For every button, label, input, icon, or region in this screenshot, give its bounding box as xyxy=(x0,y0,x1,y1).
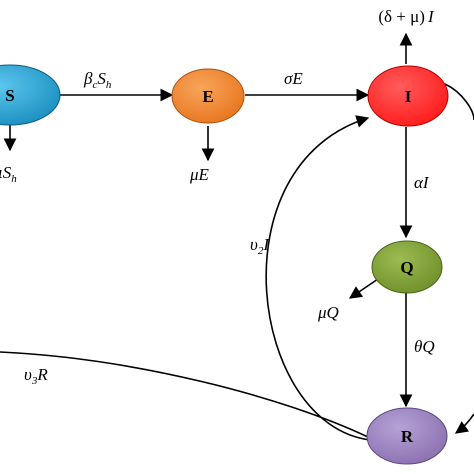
node-q-label: Q xyxy=(400,258,413,277)
r-to-s-curve xyxy=(0,351,371,439)
q-outflow-rate: μQ xyxy=(317,303,339,322)
q-outflow-arrow xyxy=(348,278,379,299)
node-e-label: E xyxy=(202,87,213,106)
r-to-s-rate: υ3R xyxy=(24,365,48,387)
s-outflow-rate: ιSh xyxy=(0,163,17,185)
i-outflow-rate: (δ + μ)I xyxy=(378,7,435,26)
node-r-label: R xyxy=(401,427,414,446)
i-to-q-rate: αI xyxy=(414,173,430,192)
r-right-inflow xyxy=(454,413,474,434)
node-s: S xyxy=(0,64,61,126)
node-i-label: I xyxy=(405,87,412,106)
r-to-i-curve xyxy=(265,115,371,441)
r-to-i-rate: υ2I xyxy=(250,235,270,257)
e-outflow-rate: μE xyxy=(189,165,210,184)
i-right-curve xyxy=(444,83,474,121)
q-to-r-rate: θQ xyxy=(414,337,435,356)
node-s-label: S xyxy=(5,86,14,105)
node-i: I xyxy=(367,65,449,127)
s-to-e-rate: βcSh xyxy=(83,69,112,91)
node-e: E xyxy=(171,68,245,124)
node-q: Q xyxy=(371,240,443,294)
e-to-i-rate: σE xyxy=(284,69,303,88)
node-r: R xyxy=(366,407,448,465)
